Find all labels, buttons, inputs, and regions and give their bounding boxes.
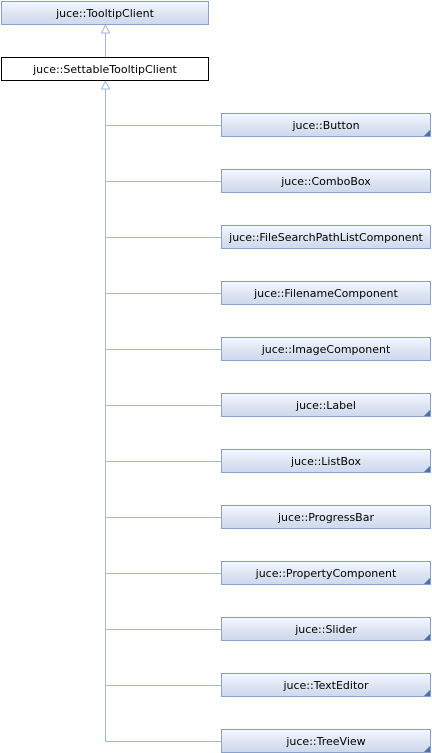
- derived-class-node[interactable]: juce::ImageComponent: [221, 337, 431, 361]
- derived-class-node[interactable]: juce::TextEditor: [221, 673, 431, 697]
- derived-class-node[interactable]: juce::PropertyComponent: [221, 561, 431, 585]
- derived-class-label: juce::ImageComponent: [261, 342, 391, 356]
- derived-class-node[interactable]: juce::FilenameComponent: [221, 281, 431, 305]
- more-subclasses-corner-icon: [424, 746, 430, 752]
- derived-class-label: juce::FilenameComponent: [254, 286, 398, 300]
- derived-class-label: juce::Label: [296, 398, 356, 412]
- derived-class-node[interactable]: juce::Slider: [221, 617, 431, 641]
- inheritance-arrowhead-icon: [100, 79, 111, 90]
- derived-class-node[interactable]: juce::ComboBox: [221, 169, 431, 193]
- derived-class-label: juce::Slider: [295, 622, 357, 636]
- derived-class-label: juce::ListBox: [291, 454, 361, 468]
- more-subclasses-corner-icon: [424, 130, 430, 136]
- derived-class-node[interactable]: juce::FileSearchPathListComponent: [221, 225, 431, 249]
- derived-class-label: juce::TextEditor: [283, 678, 369, 692]
- more-subclasses-corner-icon: [424, 634, 430, 640]
- base-class-label: juce::TooltipClient: [56, 6, 154, 20]
- derived-class-node[interactable]: juce::Label: [221, 393, 431, 417]
- derived-class-label: juce::ProgressBar: [277, 510, 374, 524]
- more-subclasses-corner-icon: [424, 690, 430, 696]
- current-class-label: juce::SettableTooltipClient: [33, 62, 177, 76]
- base-class-node-tooltipclient[interactable]: juce::TooltipClient: [1, 1, 209, 25]
- inheritance-arrowhead-icon: [100, 23, 111, 34]
- more-subclasses-corner-icon: [424, 410, 430, 416]
- more-subclasses-corner-icon: [424, 578, 430, 584]
- derived-class-node[interactable]: juce::Button: [221, 113, 431, 137]
- derived-class-node[interactable]: juce::TreeView: [221, 729, 431, 753]
- more-subclasses-corner-icon: [424, 466, 430, 472]
- derived-class-label: juce::Button: [292, 118, 360, 132]
- derived-class-node[interactable]: juce::ListBox: [221, 449, 431, 473]
- derived-class-label: juce::PropertyComponent: [255, 566, 397, 580]
- derived-class-label: juce::TreeView: [286, 734, 366, 748]
- derived-class-label: juce::ComboBox: [281, 174, 371, 188]
- derived-class-label: juce::FileSearchPathListComponent: [229, 230, 423, 244]
- derived-class-node[interactable]: juce::ProgressBar: [221, 505, 431, 529]
- current-class-node-settabletooltipclient: juce::SettableTooltipClient: [1, 57, 209, 81]
